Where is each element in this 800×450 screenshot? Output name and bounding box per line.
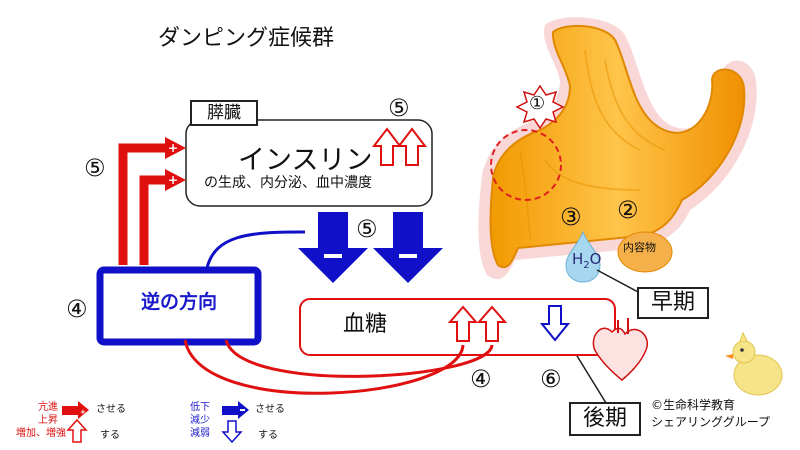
plus-sign-upper: + <box>168 141 178 155</box>
marker-5-pancreas-rise: ⑤ <box>388 94 410 122</box>
chick-mascot-icon <box>725 331 783 396</box>
content-blob <box>617 231 673 273</box>
early-pointer-line <box>596 269 641 294</box>
legend-blue-line3: 減弱 <box>190 428 210 439</box>
legend-blue-line2: 減少 <box>190 415 210 426</box>
feedback-curve-outer <box>183 339 465 395</box>
diagram-title: ダンピング症候群 <box>158 26 335 51</box>
reverse-direction-box <box>96 266 262 346</box>
glucose-down-arrow <box>539 305 571 342</box>
marker-2-content: ② <box>617 196 639 224</box>
stimulation-path-upper <box>118 143 170 265</box>
inhibition-curve <box>205 230 305 269</box>
reverse-direction-label: 逆の方向 <box>140 291 217 313</box>
legend-blue-thick-arrow <box>222 401 249 419</box>
early-phase-label: 早期 <box>637 287 709 319</box>
plus-sign-lower: + <box>168 173 178 187</box>
legend-red-thick-arrow: + <box>62 401 89 419</box>
marker-1-stomach: ① <box>529 93 546 114</box>
legend-blue-outline-arrow <box>221 420 243 444</box>
feedback-curve-inner <box>224 339 494 378</box>
glucose-up-arrows <box>447 305 508 342</box>
stimulation-arrowhead-lower <box>165 169 186 191</box>
heart-icon <box>592 318 649 381</box>
legend-blue-line1: 低下 <box>190 402 210 413</box>
marker-6-glucose-fall: ⑥ <box>540 365 562 393</box>
marker-5-stimulation: ⑤ <box>84 154 106 182</box>
stimulation-arrowhead-upper <box>165 137 186 159</box>
insulin-label: インスリン <box>238 145 373 176</box>
legend-red-line2: 上昇 <box>38 415 58 426</box>
credit-line-2: シェアリンググループ <box>651 415 771 429</box>
svg-text:+: + <box>80 408 86 416</box>
legend-red-line3: 増加、増強 <box>16 428 66 439</box>
water-droplet-icon <box>565 230 601 283</box>
legend-red-action-promote: させる <box>96 404 126 415</box>
blood-glucose-label: 血糖 <box>343 312 388 337</box>
stomach-highlight-circle <box>490 129 562 201</box>
insulin-down-arrow-left <box>298 212 368 283</box>
pancreas-box <box>185 119 433 207</box>
legend-red-outline-arrow <box>66 418 88 443</box>
water-label: H2O <box>572 250 602 271</box>
credit-line-1: ©生命科学教育 <box>651 398 736 412</box>
pancreas-label: 膵臓 <box>190 100 258 126</box>
legend-red-action-do: する <box>100 430 120 441</box>
insulin-detail: の生成、内分泌、血中濃度 <box>204 175 372 191</box>
stomach-folds <box>519 49 666 241</box>
late-phase-label: 後期 <box>569 402 641 436</box>
content-label: 内容物 <box>623 241 656 254</box>
marker-4-glucose-rise: ④ <box>470 365 492 393</box>
burst-star-icon <box>515 84 565 130</box>
insulin-down-arrow-right <box>373 212 443 283</box>
marker-5-inhibition: ⑤ <box>356 215 378 243</box>
stomach-body <box>489 24 746 269</box>
legend-red-line1: 亢進 <box>38 402 58 413</box>
insulin-up-arrows <box>371 127 428 166</box>
marker-3-water: ③ <box>560 203 582 231</box>
legend-blue-action-promote: させる <box>255 404 285 415</box>
marker-4-reverse: ④ <box>66 295 88 323</box>
stimulation-path-lower <box>139 175 170 265</box>
legend-blue-action-do: する <box>258 430 278 441</box>
